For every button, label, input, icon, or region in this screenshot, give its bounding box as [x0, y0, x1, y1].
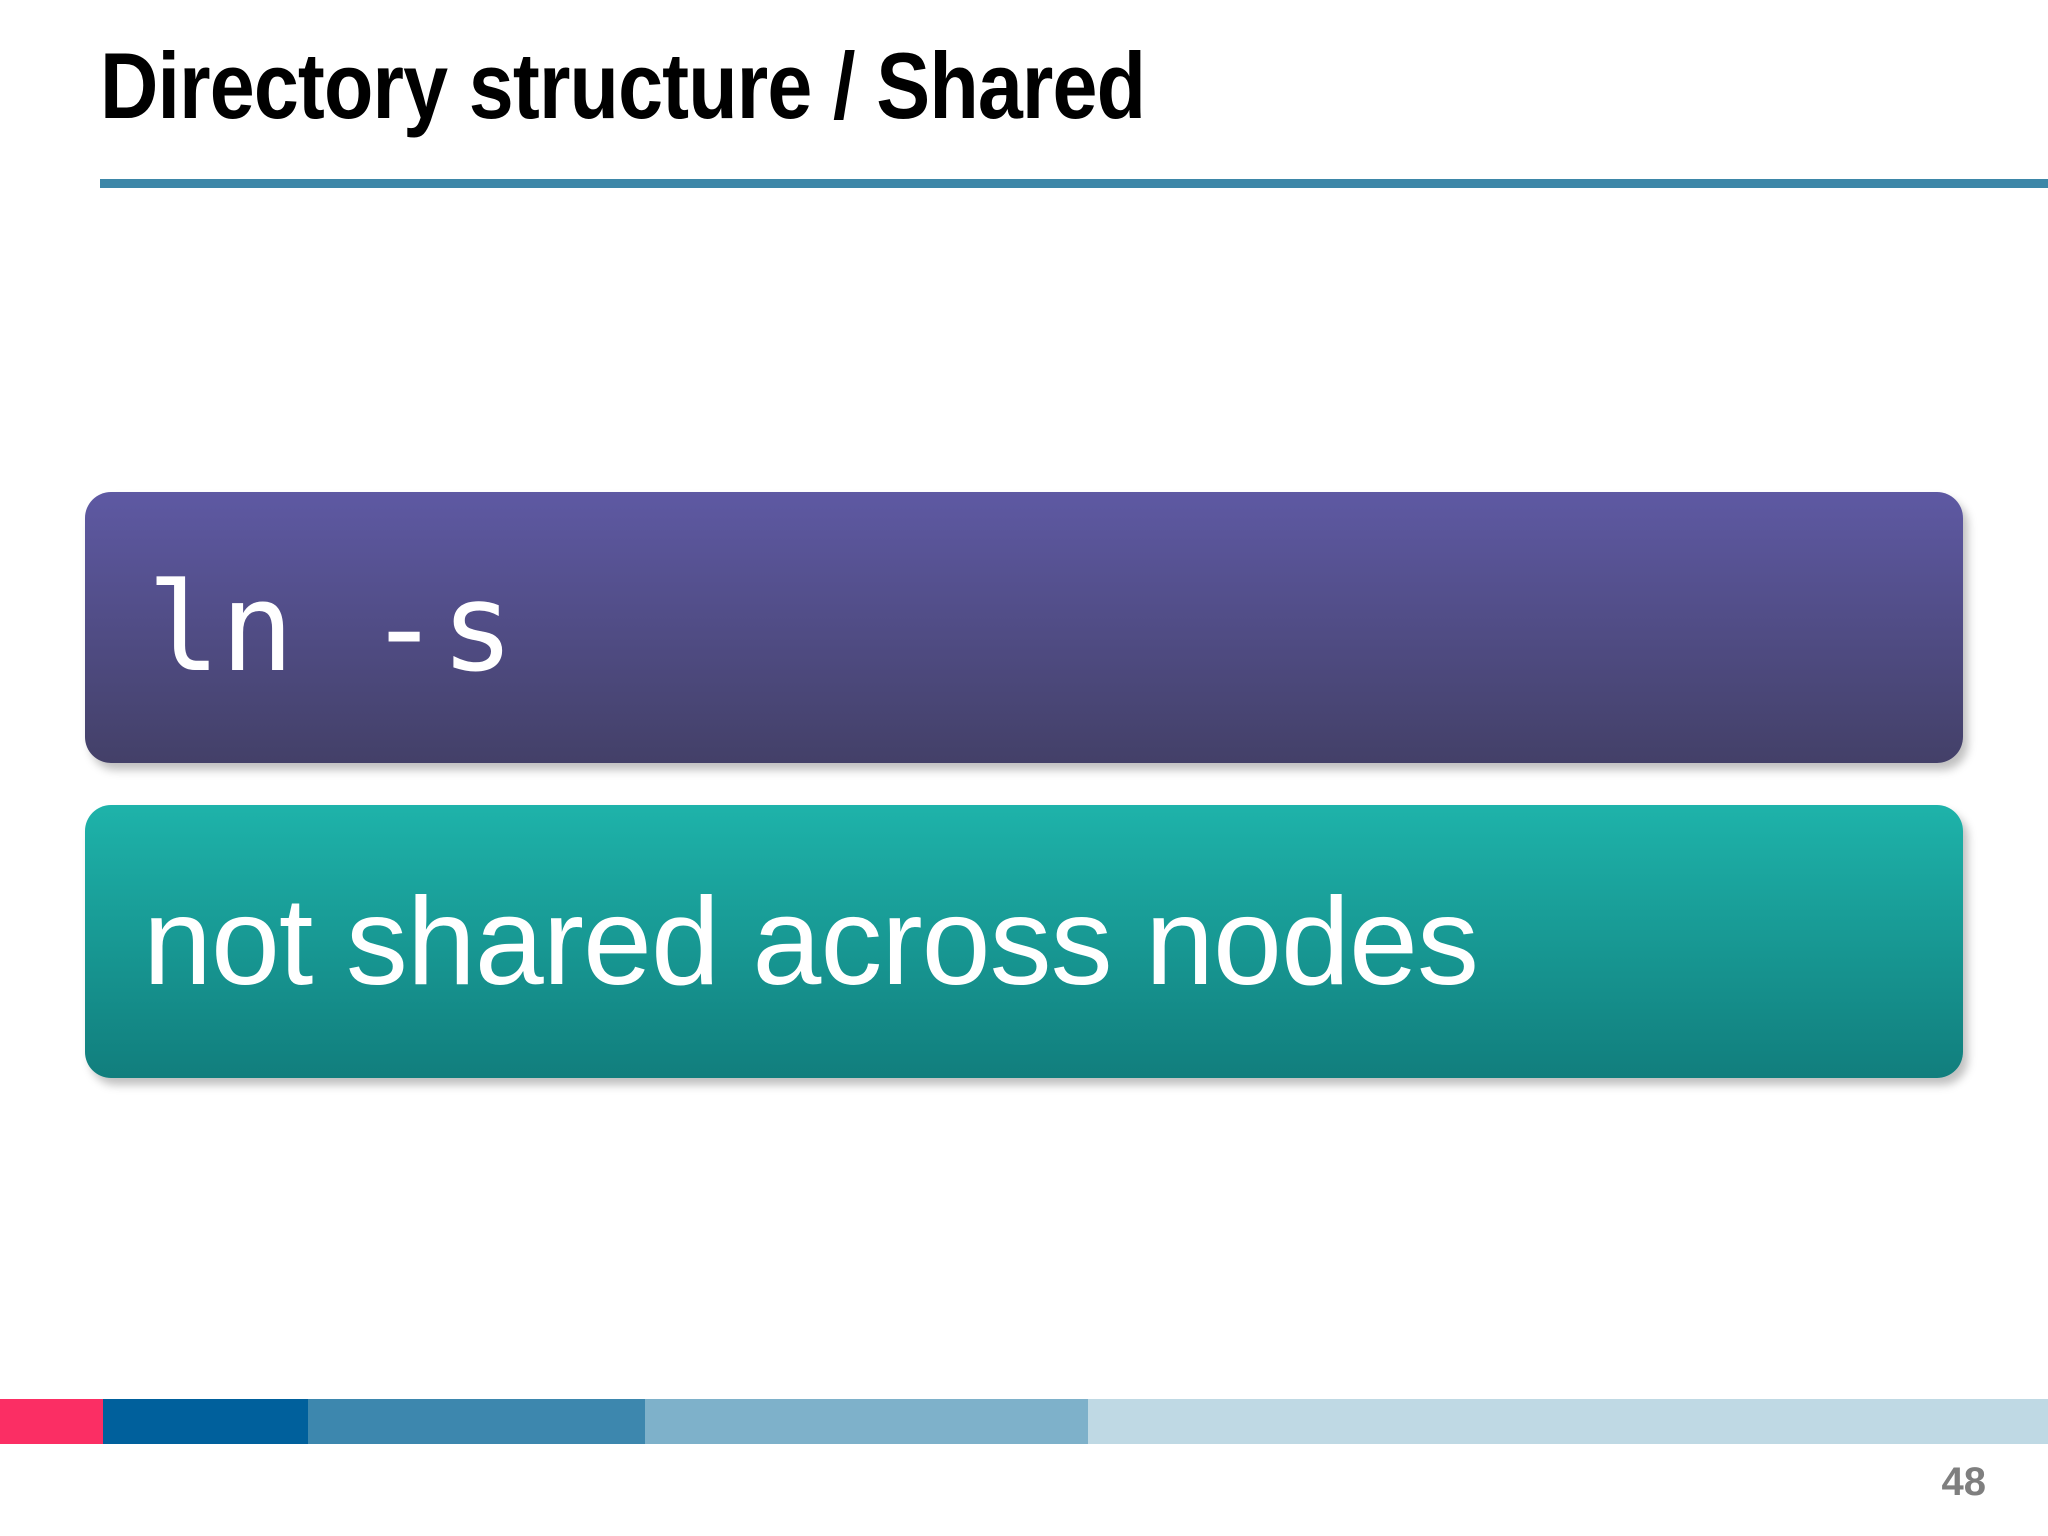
note-box-label: not shared across nodes	[143, 872, 1479, 1011]
segment-mid-blue	[308, 1399, 645, 1444]
segment-light-blue	[645, 1399, 1088, 1444]
command-box: ln -s	[85, 492, 1963, 763]
page-number: 48	[1941, 1460, 1987, 1504]
note-box: not shared across nodes	[85, 805, 1963, 1078]
bottom-decor-bar	[0, 1399, 2048, 1444]
page-title: Directory structure / Shared	[100, 33, 1146, 138]
segment-pale-blue	[1088, 1399, 2048, 1444]
segment-dark-blue	[103, 1399, 308, 1444]
title-divider	[100, 179, 2048, 188]
command-box-label: ln -s	[147, 556, 515, 699]
segment-pink	[0, 1399, 103, 1444]
